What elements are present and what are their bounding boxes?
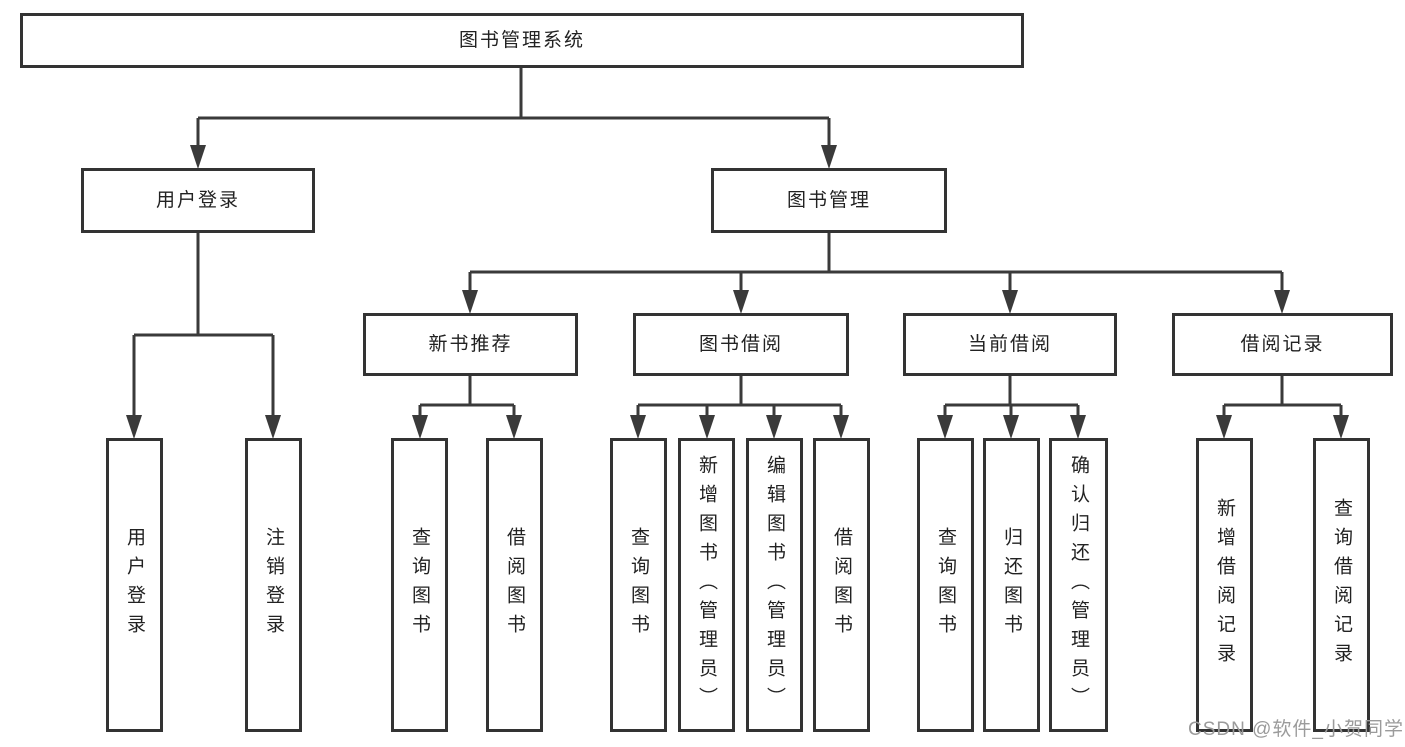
leaf-recommend-query-books: 查询图书 — [391, 438, 448, 732]
node-current-borrowing: 当前借阅 — [903, 313, 1117, 376]
leaf-current-return-books-label: 归还图书 — [1001, 527, 1022, 643]
leaf-current-query-books-label: 查询图书 — [935, 527, 956, 643]
node-current-borrowing-label: 当前借阅 — [967, 334, 1052, 355]
leaf-borrowing-borrow-books: 借阅图书 — [813, 438, 870, 732]
connector-book-borrowing-to-leaves — [630, 376, 849, 439]
leaf-user-login: 用户登录 — [106, 438, 163, 732]
leaf-user-login-label: 用户登录 — [124, 527, 145, 643]
connector-root-to-level2 — [190, 68, 837, 169]
leaf-records-query-borrow-record-label: 查询借阅记录 — [1331, 498, 1352, 672]
node-book-borrowing-label: 图书借阅 — [698, 334, 783, 355]
node-library-management-system: 图书管理系统 — [20, 13, 1024, 68]
connector-new-book-recommendation-to-leaves — [412, 376, 522, 439]
leaf-recommend-borrow-books: 借阅图书 — [486, 438, 543, 732]
leaf-borrowing-add-books-admin: 新增图书（管理员） — [678, 438, 735, 732]
node-new-book-recommendation: 新书推荐 — [363, 313, 578, 376]
leaf-borrowing-borrow-books-label: 借阅图书 — [831, 527, 852, 643]
node-book-management: 图书管理 — [711, 168, 947, 233]
node-book-management-label: 图书管理 — [786, 190, 871, 211]
leaf-recommend-query-books-label: 查询图书 — [409, 527, 430, 643]
leaf-borrowing-edit-books-admin-label: 编辑图书（管理员） — [764, 454, 785, 716]
node-library-management-system-label: 图书管理系统 — [458, 30, 585, 51]
leaf-records-query-borrow-record: 查询借阅记录 — [1313, 438, 1370, 732]
connector-current-borrowing-to-leaves — [937, 376, 1086, 439]
node-borrowing-records: 借阅记录 — [1172, 313, 1393, 376]
node-user-login: 用户登录 — [81, 168, 315, 233]
leaf-recommend-borrow-books-label: 借阅图书 — [504, 527, 525, 643]
node-user-login-label: 用户登录 — [155, 190, 240, 211]
leaf-borrowing-edit-books-admin: 编辑图书（管理员） — [746, 438, 803, 732]
leaf-current-confirm-return-admin: 确认归还（管理员） — [1049, 438, 1108, 732]
leaf-logout-label: 注销登录 — [263, 527, 284, 643]
node-new-book-recommendation-label: 新书推荐 — [428, 334, 513, 355]
leaf-borrowing-add-books-admin-label: 新增图书（管理员） — [696, 454, 717, 716]
leaf-borrowing-query-books-label: 查询图书 — [628, 527, 649, 643]
leaf-logout: 注销登录 — [245, 438, 302, 732]
connector-book-management-to-level3 — [462, 233, 1290, 314]
leaf-current-query-books: 查询图书 — [917, 438, 974, 732]
leaf-current-confirm-return-admin-label: 确认归还（管理员） — [1068, 454, 1089, 716]
leaf-records-add-borrow-record: 新增借阅记录 — [1196, 438, 1253, 732]
node-borrowing-records-label: 借阅记录 — [1240, 334, 1325, 355]
leaf-borrowing-query-books: 查询图书 — [610, 438, 667, 732]
node-book-borrowing: 图书借阅 — [633, 313, 849, 376]
connector-user-login-to-leaves — [126, 233, 281, 439]
leaf-records-add-borrow-record-label: 新增借阅记录 — [1214, 498, 1235, 672]
connector-borrowing-records-to-leaves — [1216, 376, 1349, 439]
leaf-current-return-books: 归还图书 — [983, 438, 1040, 732]
csdn-watermark: CSDN @软件_小贺同学 — [1188, 719, 1404, 740]
